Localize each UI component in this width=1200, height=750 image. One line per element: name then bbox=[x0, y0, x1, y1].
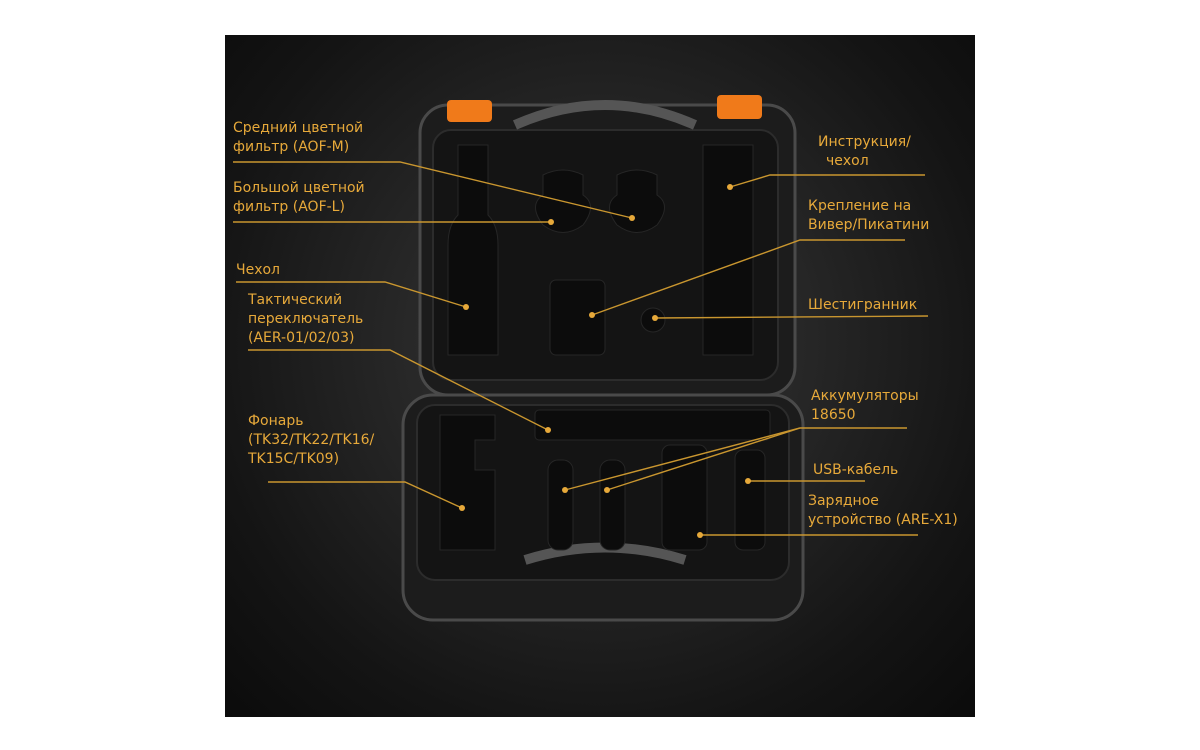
case-base bbox=[401, 393, 805, 622]
label-line: USB-кабель bbox=[813, 462, 899, 478]
label-line: Зарядное bbox=[808, 493, 879, 509]
label-line: Инструкция/ bbox=[818, 134, 911, 150]
label-line: Чехол bbox=[236, 262, 281, 278]
label-line: (AER-01/02/03) bbox=[248, 330, 355, 346]
leader-lines bbox=[233, 161, 929, 536]
label-line: Вивер/Пикатини bbox=[808, 217, 930, 233]
label-case: Чехол bbox=[236, 261, 280, 280]
label-line: TK15C/TK09) bbox=[248, 451, 340, 467]
label-usb-cable: USB-кабель bbox=[813, 461, 898, 480]
label-line: Аккумуляторы bbox=[811, 388, 919, 404]
label-line: Шестигранник bbox=[808, 297, 918, 313]
case-lid bbox=[418, 95, 797, 397]
label-batteries: Аккумуляторы 18650 bbox=[811, 387, 919, 425]
label-line: фильтр (AOF-L) bbox=[233, 199, 345, 215]
case-illustration bbox=[233, 95, 929, 622]
label-flashlight: Фонарь (TK32/TK22/TK16/ TK15C/TK09) bbox=[248, 412, 374, 469]
leader-dots bbox=[459, 184, 751, 538]
label-line: 18650 bbox=[811, 407, 856, 423]
label-line: переключатель bbox=[248, 311, 364, 327]
product-photo: Средний цветной фильтр (AOF-M) Большой ц… bbox=[225, 35, 975, 717]
label-line: Тактический bbox=[248, 292, 343, 308]
label-line: устройство (ARE-X1) bbox=[808, 512, 958, 528]
label-mount: Крепление на Вивер/Пикатини bbox=[808, 197, 929, 235]
latch-left bbox=[447, 100, 492, 122]
label-charger: Зарядное устройство (ARE-X1) bbox=[808, 492, 958, 530]
label-medium-filter: Средний цветной фильтр (AOF-M) bbox=[233, 119, 363, 157]
label-line: Большой цветной bbox=[233, 180, 365, 196]
label-line: (TK32/TK22/TK16/ bbox=[248, 432, 375, 448]
label-hex-key: Шестигранник bbox=[808, 296, 917, 315]
latch-right bbox=[717, 95, 762, 119]
label-large-filter: Большой цветной фильтр (AOF-L) bbox=[233, 179, 365, 217]
label-line: Фонарь bbox=[248, 413, 304, 429]
label-manual: Инструкция/ чехол bbox=[818, 133, 911, 171]
label-line: чехол bbox=[826, 153, 869, 169]
label-tactical-switch: Тактический переключатель (AER-01/02/03) bbox=[248, 291, 363, 348]
label-line: фильтр (AOF-M) bbox=[233, 139, 350, 155]
label-line: Средний цветной bbox=[233, 120, 364, 136]
label-line: Крепление на bbox=[808, 198, 912, 214]
